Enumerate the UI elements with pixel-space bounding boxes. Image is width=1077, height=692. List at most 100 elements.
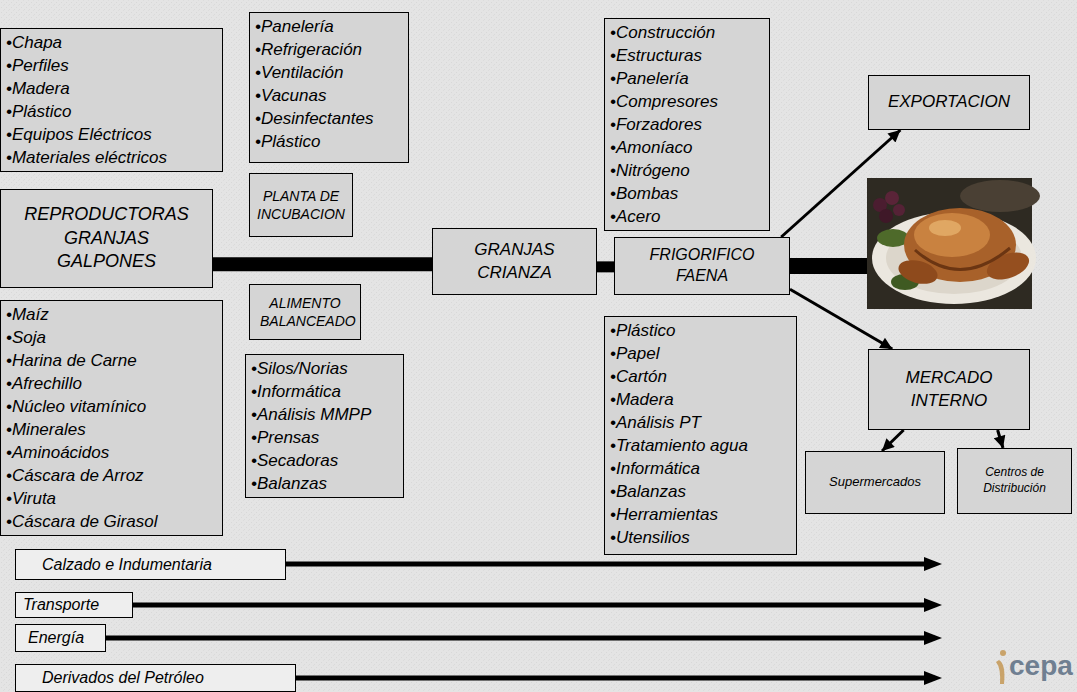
arrow-head: [924, 557, 942, 571]
list-item: •Utensilios: [610, 526, 690, 549]
list-item: •Equipos Eléctricos: [6, 123, 152, 146]
list-item: •Secadoras: [251, 449, 338, 472]
list-item: •Cartón: [610, 365, 667, 388]
list-item: •Amoníaco: [610, 136, 693, 159]
list-item: •Chapa: [6, 31, 62, 54]
list-item: •Viruta: [6, 487, 56, 510]
list-item: •Análisis PT: [610, 411, 701, 434]
stage-box: ALIMENTO BALANCEADO: [249, 284, 361, 340]
chicken-leg: [983, 247, 1033, 285]
stage-box: GRANJAS CRIANZA: [432, 228, 597, 295]
roast-chicken-photo: [867, 178, 1040, 309]
list-item: •Plástico: [610, 319, 675, 342]
list-item: •Perfiles: [6, 54, 69, 77]
list-item: •Balanzas: [251, 472, 327, 495]
list-item: •Harina de Carne: [6, 349, 137, 372]
stage-title: Centros de Distribución: [970, 465, 1060, 496]
stage-title: REPRODUCTORAS GRANJAS GALPONES: [22, 203, 192, 273]
sector-arrows: [106, 557, 942, 685]
list-item: •Informática: [251, 380, 341, 403]
sector-band: Derivados del Petróleo: [15, 664, 296, 692]
list-item: •Análisis MMPP: [251, 403, 371, 426]
list-item: •Materiales eléctricos: [6, 146, 167, 169]
logo-text: cepa: [1009, 650, 1073, 682]
stage-title: Supermercados: [829, 474, 921, 491]
sector-band: Transporte: [15, 592, 133, 618]
stage-box: REPRODUCTORAS GRANJAS GALPONES: [0, 189, 213, 288]
flow-arrow: [781, 130, 900, 237]
sector-name: Energía: [28, 628, 84, 647]
logo-figure: [996, 650, 1006, 684]
list-item: •Papel: [610, 342, 659, 365]
flow-bar: [597, 261, 614, 272]
flow-arrow: [998, 430, 1003, 448]
list-item: •Herramientas: [610, 503, 718, 526]
list-item: •Construcción: [610, 21, 715, 44]
supply-list: •Construcción•Estructuras•Panelería•Comp…: [604, 18, 770, 231]
sector-name: Derivados del Petróleo: [42, 668, 204, 687]
list-item: •Maíz: [6, 303, 49, 326]
list-item: •Plástico: [6, 100, 71, 123]
grape: [879, 209, 893, 223]
market-box: EXPORTACION: [868, 75, 1030, 130]
list-item: •Forzadores: [610, 113, 702, 136]
arrow-head: [924, 598, 942, 612]
list-item: •Balanzas: [610, 480, 686, 503]
supply-list: •Silos/Norias•Informática•Análisis MMPP•…: [245, 354, 404, 498]
stage-box: PLANTA DE INCUBACION: [249, 173, 353, 237]
list-item: •Nitrógeno: [610, 159, 690, 182]
photo-shadow: [960, 180, 1040, 212]
supply-list: •Chapa•Perfiles•Madera•Plástico•Equipos …: [0, 28, 223, 172]
sector-name: Calzado e Indumentaria: [42, 555, 212, 574]
list-item: •Cáscara de Girasol: [6, 510, 157, 533]
sector-arrow: [133, 603, 926, 608]
logo-stroke: [996, 660, 1004, 684]
list-item: •Madera: [6, 77, 70, 100]
list-item: •Informática: [610, 457, 700, 480]
list-item: •Panelería: [255, 15, 334, 38]
list-item: •Compresores: [610, 90, 718, 113]
list-item: •Estructuras: [610, 44, 702, 67]
grape: [885, 191, 899, 205]
list-item: •Refrigeración: [255, 38, 362, 61]
list-item: •Ventilación: [255, 61, 344, 84]
channel-box: Supermercados: [805, 451, 945, 514]
list-item: •Madera: [610, 388, 674, 411]
list-item: •Desinfectantes: [255, 107, 373, 130]
list-item: •Aminoácidos: [6, 441, 109, 464]
supply-list: •Panelería•Refrigeración•Ventilación•Vac…: [249, 12, 409, 163]
supply-list: •Plástico•Papel•Cartón•Madera•Análisis P…: [604, 316, 797, 555]
chicken-shine: [929, 220, 961, 236]
stage-title: FRIGORIFICO FAENA: [637, 245, 767, 287]
stage-title: GRANJAS CRIANZA: [460, 239, 570, 283]
stage-title: PLANTA DE INCUBACION: [256, 187, 346, 223]
chicken-leg: [896, 256, 940, 288]
list-item: •Acero: [610, 205, 660, 228]
stage-box: FRIGORIFICO FAENA: [614, 237, 790, 295]
list-item: •Prensas: [251, 426, 319, 449]
chicken-highlight: [914, 213, 990, 257]
sector-name: Transporte: [23, 595, 99, 614]
channel-box: Centros de Distribución: [957, 448, 1072, 514]
stage-title: MERCADO INTERNO: [884, 367, 1014, 411]
logo-dot: [1000, 650, 1006, 656]
sector-arrow: [106, 636, 926, 641]
list-item: •Soja: [6, 326, 46, 349]
list-item: •Vacunas: [255, 84, 326, 107]
grape: [893, 204, 905, 216]
flow-bar: [213, 257, 432, 271]
list-item: •Cáscara de Arroz: [6, 464, 144, 487]
list-item: •Plástico: [255, 130, 320, 153]
stage-title: ALIMENTO BALANCEADO: [260, 294, 350, 330]
sector-band: Calzado e Indumentaria: [15, 549, 286, 580]
chicken-crust: [915, 248, 1010, 270]
sector-arrow: [286, 562, 926, 567]
list-item: •Panelería: [610, 67, 689, 90]
flow-arrow: [790, 289, 892, 349]
stage-title: EXPORTACION: [888, 91, 1010, 113]
list-item: •Bombas: [610, 182, 678, 205]
